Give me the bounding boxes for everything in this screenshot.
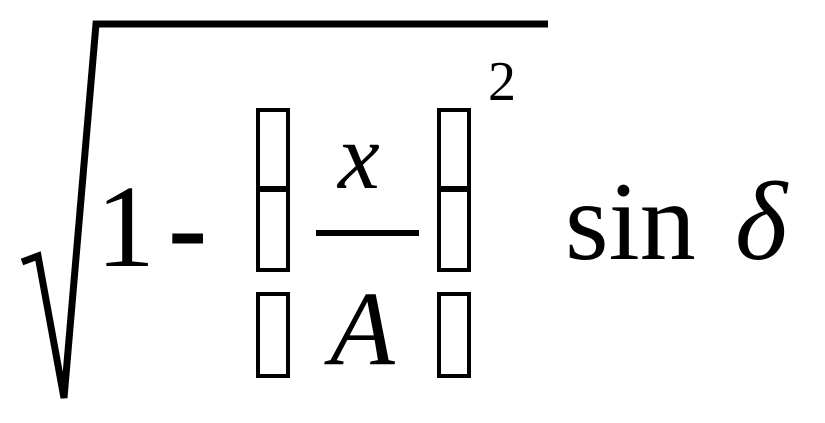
left-bracket-bottom-glyph [256,292,290,378]
sine-function: sin [565,160,696,284]
number-one: 1 [96,161,155,292]
denominator-a: A [330,270,395,387]
exponent-two: 2 [488,51,516,113]
fraction-bar [316,230,419,236]
left-bracket-middle-glyph [256,188,290,272]
right-bracket-middle-glyph [437,188,471,272]
numerator-x: x [338,105,380,209]
right-bracket-bottom-glyph [437,292,471,378]
minus-sign: - [168,161,208,292]
right-bracket-top-glyph [437,108,471,190]
delta-symbol: δ [735,160,788,284]
left-bracket-top-glyph [256,108,290,190]
